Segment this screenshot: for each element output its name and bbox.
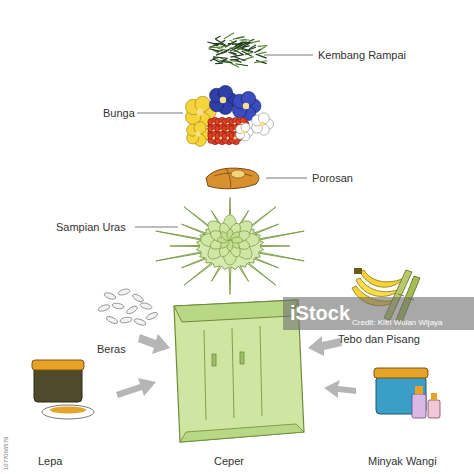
porosan-figure [206, 168, 259, 189]
flowers-figure [186, 85, 274, 146]
perfume-oil-figure [374, 368, 440, 418]
sampian-uras-figure [156, 198, 304, 295]
grey-arrows [116, 334, 356, 398]
part-label: Sampian Uras [56, 221, 126, 234]
watermark-band [283, 297, 474, 330]
part-label: Tebo dan Pisang [338, 333, 420, 346]
part-label: Lepa [38, 455, 62, 468]
watermark-id: 1077066579 [3, 437, 10, 470]
lepa-figure [32, 360, 94, 419]
part-label: Beras [97, 343, 126, 356]
part-label: Porosan [312, 172, 353, 185]
part-label: Kembang Rampai [318, 49, 406, 62]
part-label: Ceper [214, 455, 244, 468]
kembang-rampai-figure [207, 33, 267, 68]
leader-lines [135, 55, 313, 227]
watermark-credit: Credit: Kitri Wulan Wijaya [352, 318, 443, 328]
watermark: iStock [290, 301, 350, 325]
rice-figure [97, 288, 158, 327]
part-label: Minyak Wangi [368, 455, 437, 468]
part-label: Bunga [103, 107, 135, 120]
